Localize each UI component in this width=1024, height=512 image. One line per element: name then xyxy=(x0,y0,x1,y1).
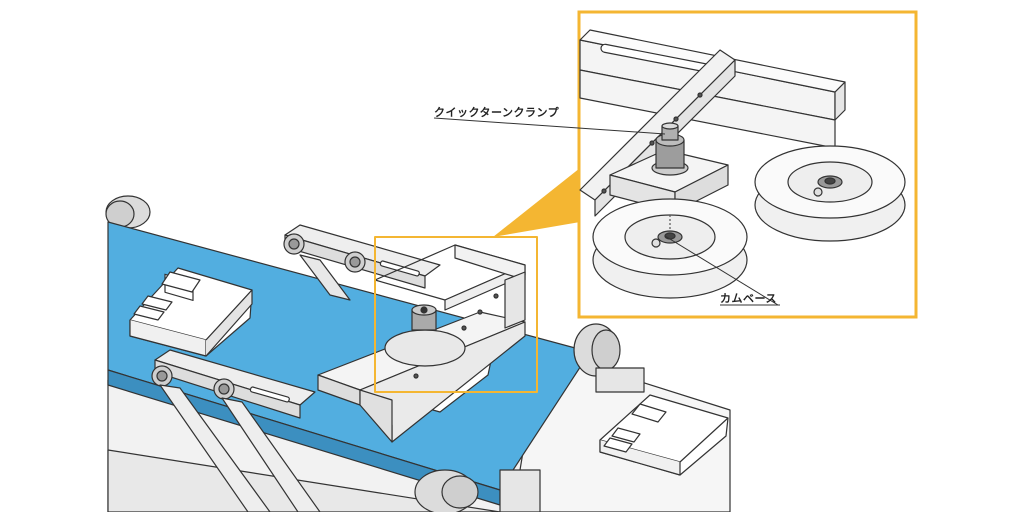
jig-disc xyxy=(384,329,466,367)
right-front-roller xyxy=(573,323,645,393)
inset-cam-base-left xyxy=(592,198,748,299)
jig-frame xyxy=(317,244,526,443)
detail-highlight-box xyxy=(374,236,538,393)
left-back-roller xyxy=(105,195,151,229)
cam-base-label: カムベース xyxy=(720,292,777,305)
package-left xyxy=(129,267,253,357)
inset-quick-turn-clamp xyxy=(651,122,689,176)
clamp-leader-line xyxy=(433,117,666,135)
package-right xyxy=(599,394,729,476)
detail-inset xyxy=(433,10,918,319)
quick-turn-clamp-label: クイックターンクランプ xyxy=(434,106,560,119)
inset-cam-base-right xyxy=(754,145,906,242)
cambase-leader-line xyxy=(664,235,779,306)
callout-connector xyxy=(493,168,580,237)
back-arm xyxy=(283,224,441,301)
conveyor-assembly xyxy=(105,195,731,512)
front-arm xyxy=(151,349,321,512)
bottom-roller xyxy=(414,469,541,512)
